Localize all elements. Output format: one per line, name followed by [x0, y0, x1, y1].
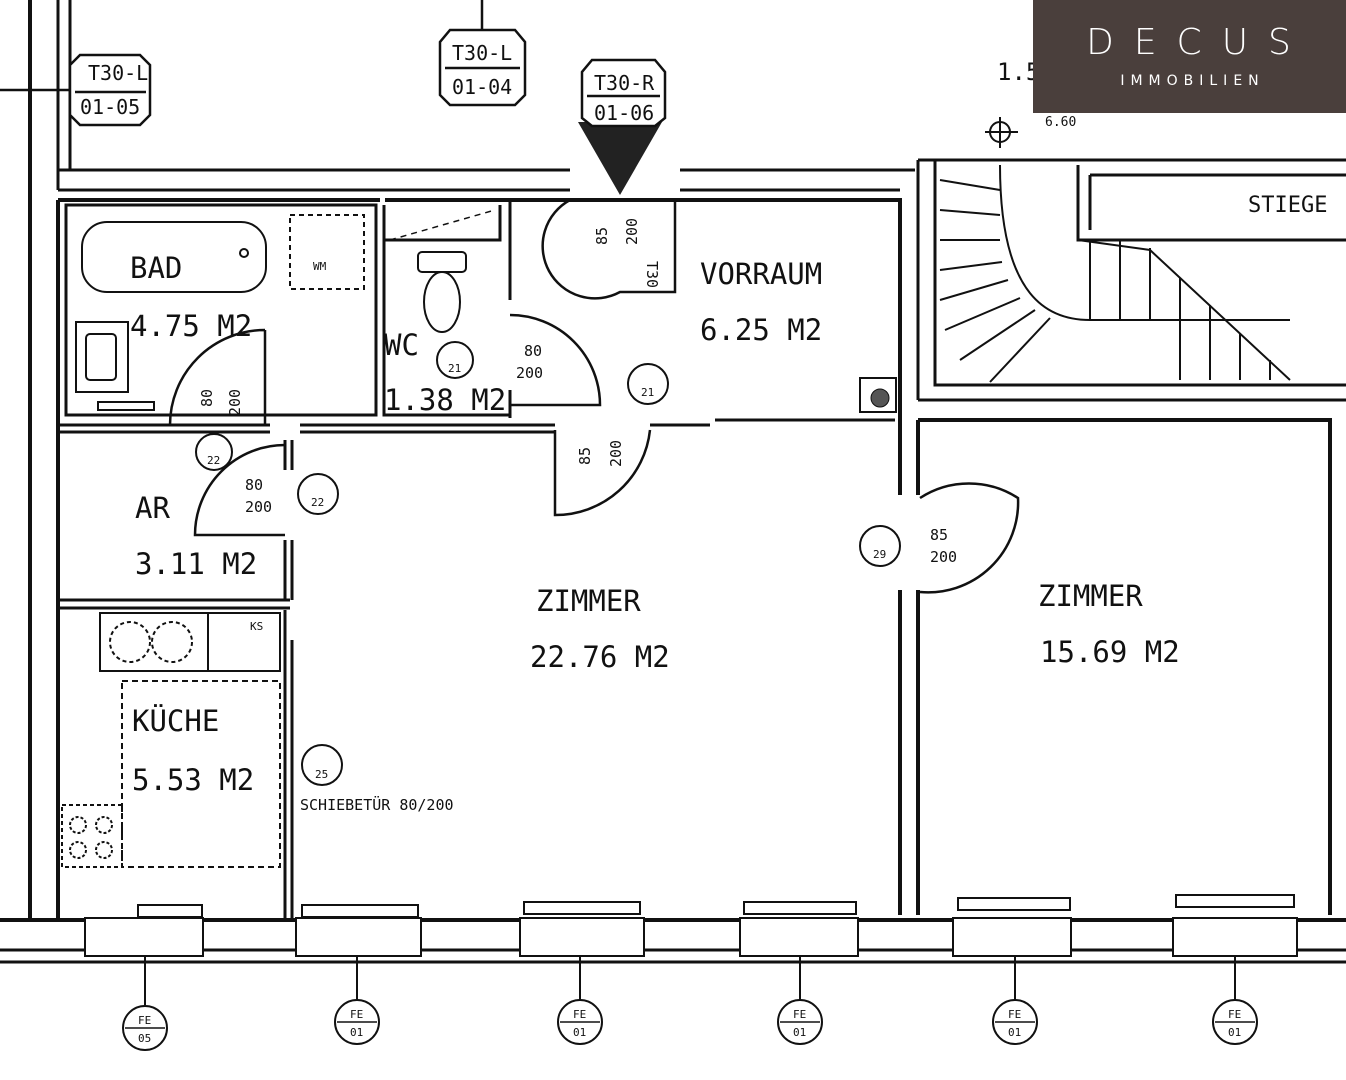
- window-marker-3: 01: [573, 1026, 586, 1039]
- door-dim-ar-w: 80: [245, 476, 263, 494]
- door-type-t30: T30: [643, 261, 661, 288]
- room-name-kueche: KÜCHE: [132, 704, 219, 738]
- decus-logo: DECUS IMMOBILIEN: [1033, 0, 1346, 113]
- door-dim-zimmer2-w: 85: [930, 526, 948, 544]
- window-marker-1: 05: [138, 1032, 151, 1045]
- window-type-5: FE: [1008, 1008, 1021, 1021]
- door-dim-bad-w: 80: [198, 389, 216, 407]
- door-dim-zimmer-h: 200: [607, 440, 625, 467]
- window-type-1: FE: [138, 1014, 151, 1027]
- room-area-vorraum: 6.25 M2: [700, 313, 822, 347]
- door-dim-wc-h: 200: [516, 364, 543, 382]
- fridge-label: KS: [250, 620, 263, 633]
- wc-hatch: [389, 209, 496, 241]
- logo-brand: DECUS: [1086, 22, 1311, 63]
- toilet: [417, 251, 467, 333]
- door-dim-ar-h: 200: [245, 498, 272, 516]
- walls: [0, 0, 1346, 964]
- room-area-kueche: 5.53 M2: [132, 763, 254, 797]
- window-marker-6: 01: [1228, 1026, 1241, 1039]
- room-name-zimmer-2: ZIMMER: [1038, 579, 1143, 613]
- door-marker-2: 21: [641, 386, 654, 399]
- window-type-3: FE: [573, 1008, 586, 1021]
- level-marker: [985, 117, 1018, 148]
- shaft-icon: [870, 388, 890, 408]
- room-area-wc: 1.38 M2: [384, 383, 506, 417]
- window-type-6: FE: [1228, 1008, 1241, 1021]
- room-name-ar: AR: [135, 491, 170, 525]
- room-area-ar: 3.11 M2: [135, 547, 257, 581]
- window-marker-5: 01: [1008, 1026, 1021, 1039]
- window-marker-leaders: [144, 956, 1236, 1005]
- door-dim-zimmer-w: 85: [576, 447, 594, 465]
- fire-door-rating-1: T30-L: [88, 61, 148, 85]
- room-name-vorraum: VORRAUM: [700, 257, 822, 291]
- door-dim-entrance-h: 200: [623, 218, 641, 245]
- window-marker-4: 01: [793, 1026, 806, 1039]
- fire-door-tags: [0, 0, 667, 128]
- stair-steps: [939, 164, 1291, 383]
- stair-label: STIEGE: [1248, 193, 1327, 218]
- door-dim-bad-h: 200: [226, 389, 244, 416]
- door-marker-4: 22: [311, 496, 324, 509]
- window-type-4: FE: [793, 1008, 806, 1021]
- window-marker-2: 01: [350, 1026, 363, 1039]
- fire-door-code-2: 01-04: [452, 75, 512, 99]
- door-marker-5: 25: [315, 768, 328, 781]
- door-dim-zimmer2-h: 200: [930, 548, 957, 566]
- room-name-bad: BAD: [130, 251, 182, 285]
- washer-space: [289, 214, 365, 290]
- level-value: 6.60: [1045, 115, 1076, 130]
- fire-door-rating-3: T30-R: [594, 71, 655, 95]
- room-area-bad: 4.75 M2: [130, 309, 252, 343]
- door-marker-6: 29: [873, 548, 886, 561]
- door-marker-circles: [195, 341, 901, 786]
- room-name-wc: WC: [384, 328, 419, 362]
- sink: [75, 321, 155, 411]
- room-area-zimmer-1: 22.76 M2: [530, 640, 670, 674]
- fire-door-rating-2: T30-L: [452, 41, 512, 65]
- kitchen-counter: [61, 612, 281, 868]
- windows: [84, 894, 1298, 957]
- washer-label: WM: [313, 260, 327, 273]
- shaft-symbol: [859, 377, 897, 413]
- window-markers: [122, 999, 1258, 1051]
- fire-door-code-1: 01-05: [80, 95, 140, 119]
- door-swings: [168, 198, 1020, 594]
- logo-tagline: IMMOBILIEN: [1120, 73, 1265, 89]
- room-name-zimmer-1: ZIMMER: [536, 584, 641, 618]
- fire-door-code-3: 01-06: [594, 101, 654, 125]
- room-area-zimmer-2: 15.69 M2: [1040, 635, 1180, 669]
- door-dim-entrance-w: 85: [593, 227, 611, 245]
- sliding-door-label: SCHIEBETÜR 80/200: [300, 795, 454, 814]
- entrance-arrow: [578, 122, 662, 195]
- bathtub: [81, 221, 267, 293]
- door-marker-1: 21: [448, 362, 461, 375]
- door-dim-wc-w: 80: [524, 342, 542, 360]
- window-type-2: FE: [350, 1008, 363, 1021]
- door-marker-3: 22: [207, 454, 220, 467]
